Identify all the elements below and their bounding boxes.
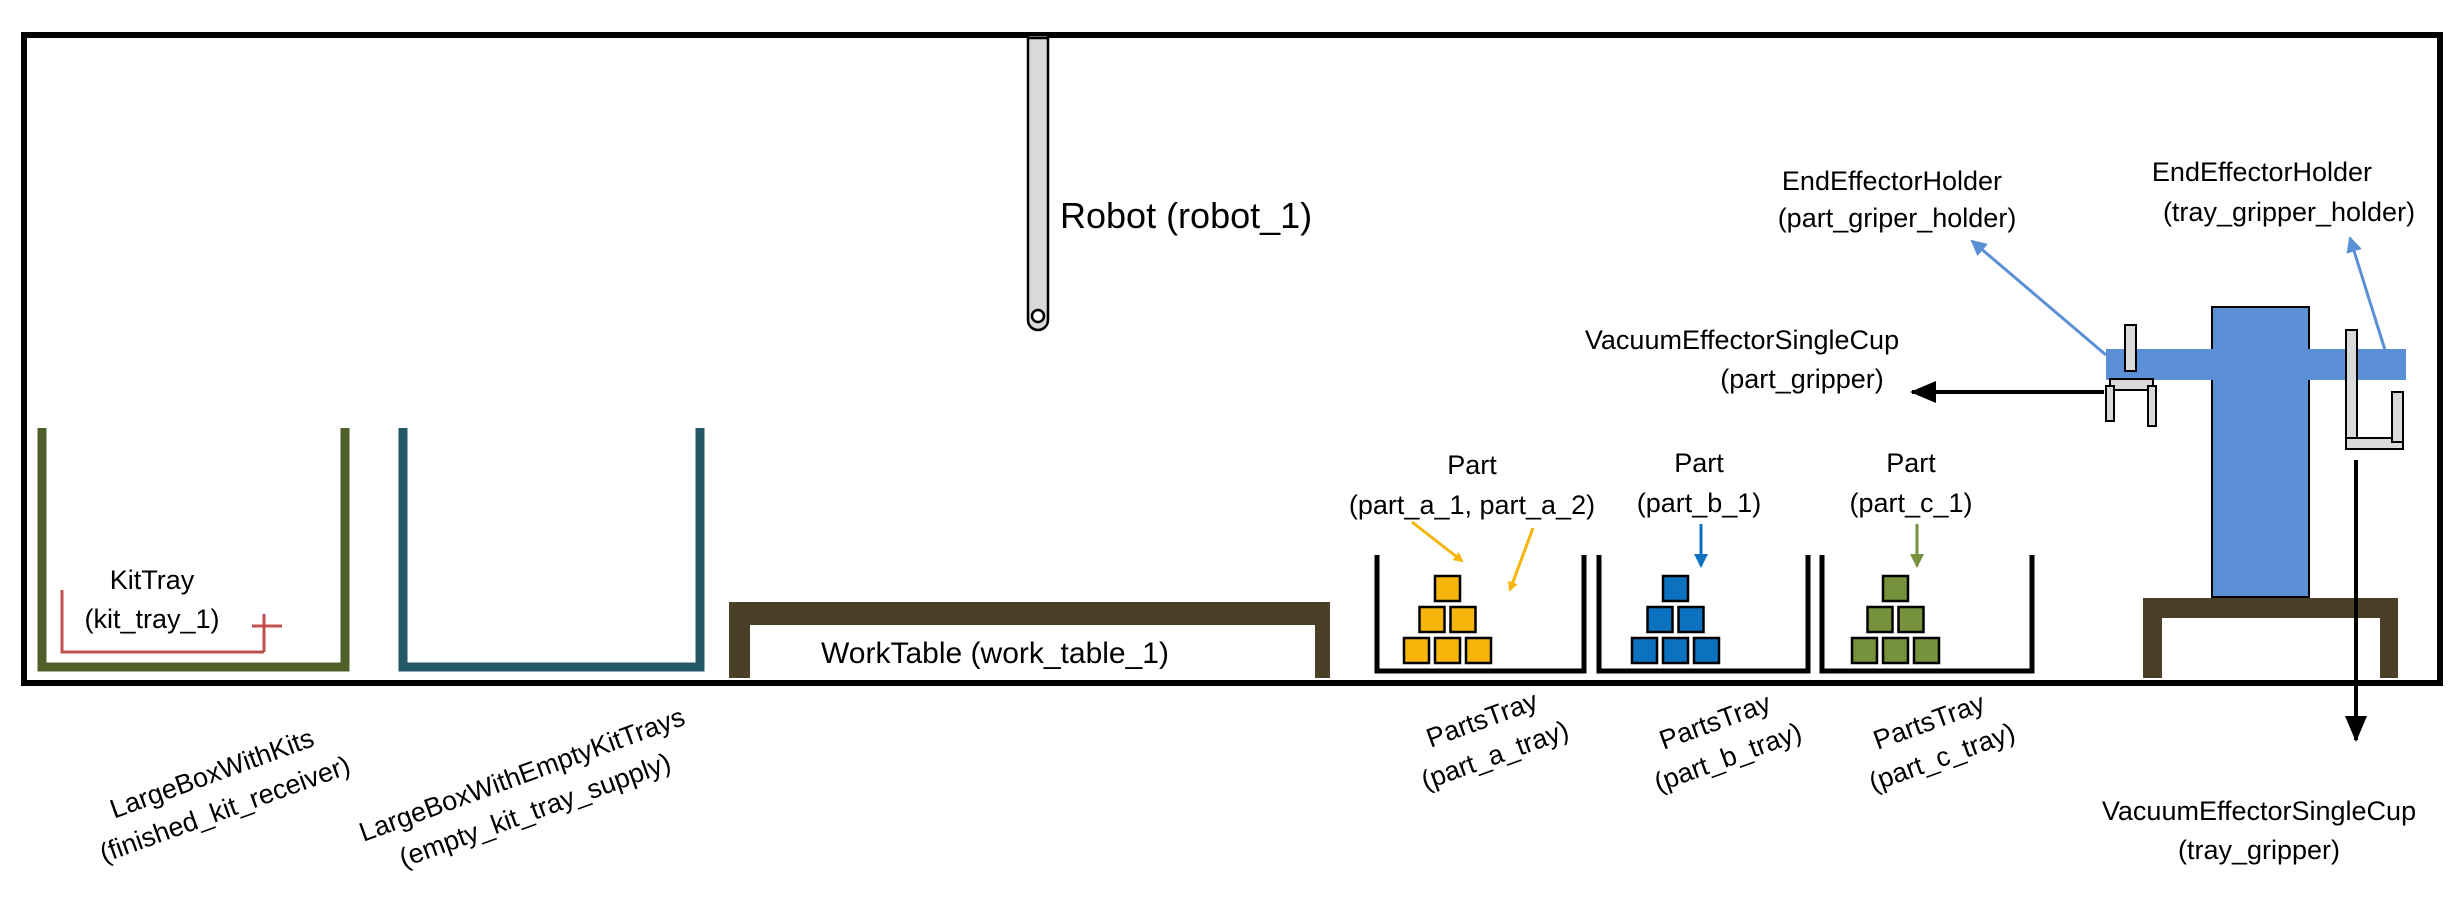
part-gripper-label-line1: VacuumEffectorSingleCup <box>1585 325 1899 355</box>
holder-tray-label-line2: (tray_gripper_holder) <box>2163 197 2415 227</box>
workcell-frame <box>21 32 2443 686</box>
parts-c-stack <box>1850 574 1941 665</box>
parts-tray-a <box>1374 555 1587 674</box>
large-box-empty-trays-label: LargeBoxWithEmptyKitTrays (empty_kit_tra… <box>355 702 689 874</box>
part-b-label-line2: (part_b_1) <box>1637 488 1762 518</box>
work-table-label: WorkTable (work_table_1) <box>821 637 1169 670</box>
robot-label: Robot (robot_1) <box>1060 195 1312 236</box>
work-table <box>729 602 1330 678</box>
part-block <box>1850 636 1879 665</box>
part-block <box>1692 636 1721 665</box>
tray-gripper-label-line2: (tray_gripper) <box>2178 835 2340 865</box>
parts-tray-c <box>1819 555 2035 674</box>
part-a2-arrow <box>1508 527 1535 592</box>
part-block <box>1897 605 1925 634</box>
parts-tray-b-label: PartsTray (part_b_tray) <box>1650 687 1806 797</box>
part-c-label-line2: (part_c_1) <box>1849 488 1972 518</box>
kit-tray-label-line1: KitTray <box>110 565 195 595</box>
part-a-label-line1: Part <box>1447 450 1497 480</box>
holder-tray-arrow <box>2346 236 2387 351</box>
part-block <box>1677 605 1705 634</box>
holder-part-label-line2: (part_griper_holder) <box>1778 203 2017 233</box>
part-gripper-label-line2: (part_gripper) <box>1720 364 1884 394</box>
part-a-label-line2: (part_a_1, part_a_2) <box>1349 490 1595 520</box>
holder-part-arrow <box>1970 239 2107 357</box>
part-block <box>1912 636 1941 665</box>
part-block <box>1630 636 1659 665</box>
tray-gripper-label-line1: VacuumEffectorSingleCup <box>2102 796 2416 826</box>
tray-gripper-shape <box>2345 329 2404 450</box>
part-block <box>1433 574 1462 603</box>
part-c-label-line1: Part <box>1886 448 1936 478</box>
part-block <box>1661 574 1690 603</box>
part-a1-arrow <box>1411 520 1464 563</box>
part-block <box>1402 636 1431 665</box>
parts-b-stack <box>1630 574 1721 665</box>
parts-a-stack <box>1402 574 1493 665</box>
large-box-empty-kit-trays <box>398 428 705 672</box>
parts-tray-b <box>1596 555 1811 674</box>
large-box-with-kits <box>37 428 350 672</box>
part-gripper-shape <box>2105 324 2157 427</box>
parts-tray-c-label: PartsTray (part_c_tray) <box>1865 687 2019 797</box>
part-block <box>1418 605 1446 634</box>
parts-tray-a-label: PartsTray (part_a_tray) <box>1417 685 1573 795</box>
kit-tray-label-line2: (kit_tray_1) <box>84 604 219 634</box>
part-block <box>1449 605 1477 634</box>
part-block <box>1661 636 1690 665</box>
part-block <box>1866 605 1894 634</box>
large-box-with-kits-label: LargeBoxWithKits (finished_kit_receiver) <box>96 723 354 869</box>
part-block <box>1881 574 1910 603</box>
robot <box>1026 33 1050 332</box>
part-block <box>1433 636 1462 665</box>
holder-stand <box>2143 598 2398 678</box>
part-block <box>1464 636 1493 665</box>
holder-crossbar <box>2106 349 2406 380</box>
part-block <box>1646 605 1674 634</box>
holder-tray-label-line1: EndEffectorHolder <box>2152 157 2372 187</box>
part-block <box>1881 636 1910 665</box>
holder-part-label-line1: EndEffectorHolder <box>1782 166 2002 196</box>
kit-tray <box>60 590 282 654</box>
part-b-label-line1: Part <box>1674 448 1724 478</box>
